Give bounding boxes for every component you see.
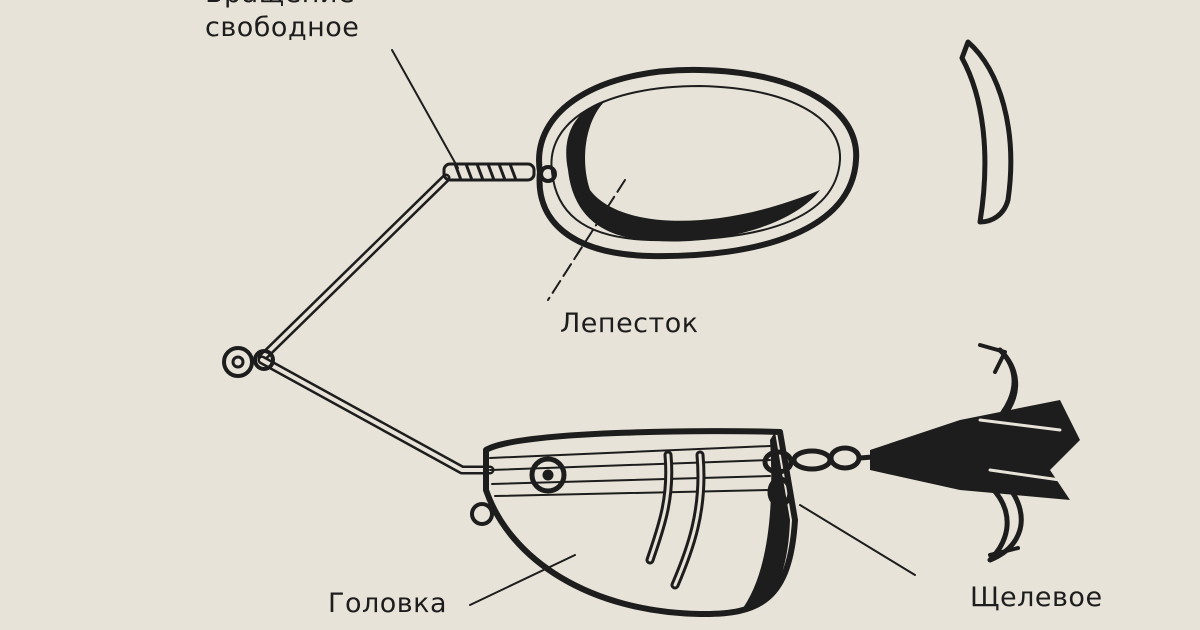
label-rotation: Вращение [205,0,355,9]
blade-side-view [959,39,1014,225]
leader-head [469,554,576,606]
label-free: свободное [205,12,360,43]
lure-head [470,428,798,618]
label-petal: Лепесток [560,308,699,339]
swivel-coil [442,162,536,182]
label-slot: Щелевое [970,582,1103,613]
petal-blade [536,66,860,260]
leader-free [391,49,459,169]
line-tie-ring [222,346,254,378]
wire-frame [257,173,495,475]
treble-hook [857,343,1080,563]
leader-petal [547,179,626,301]
leader-slot [799,504,916,576]
label-head: Головка [328,588,448,619]
